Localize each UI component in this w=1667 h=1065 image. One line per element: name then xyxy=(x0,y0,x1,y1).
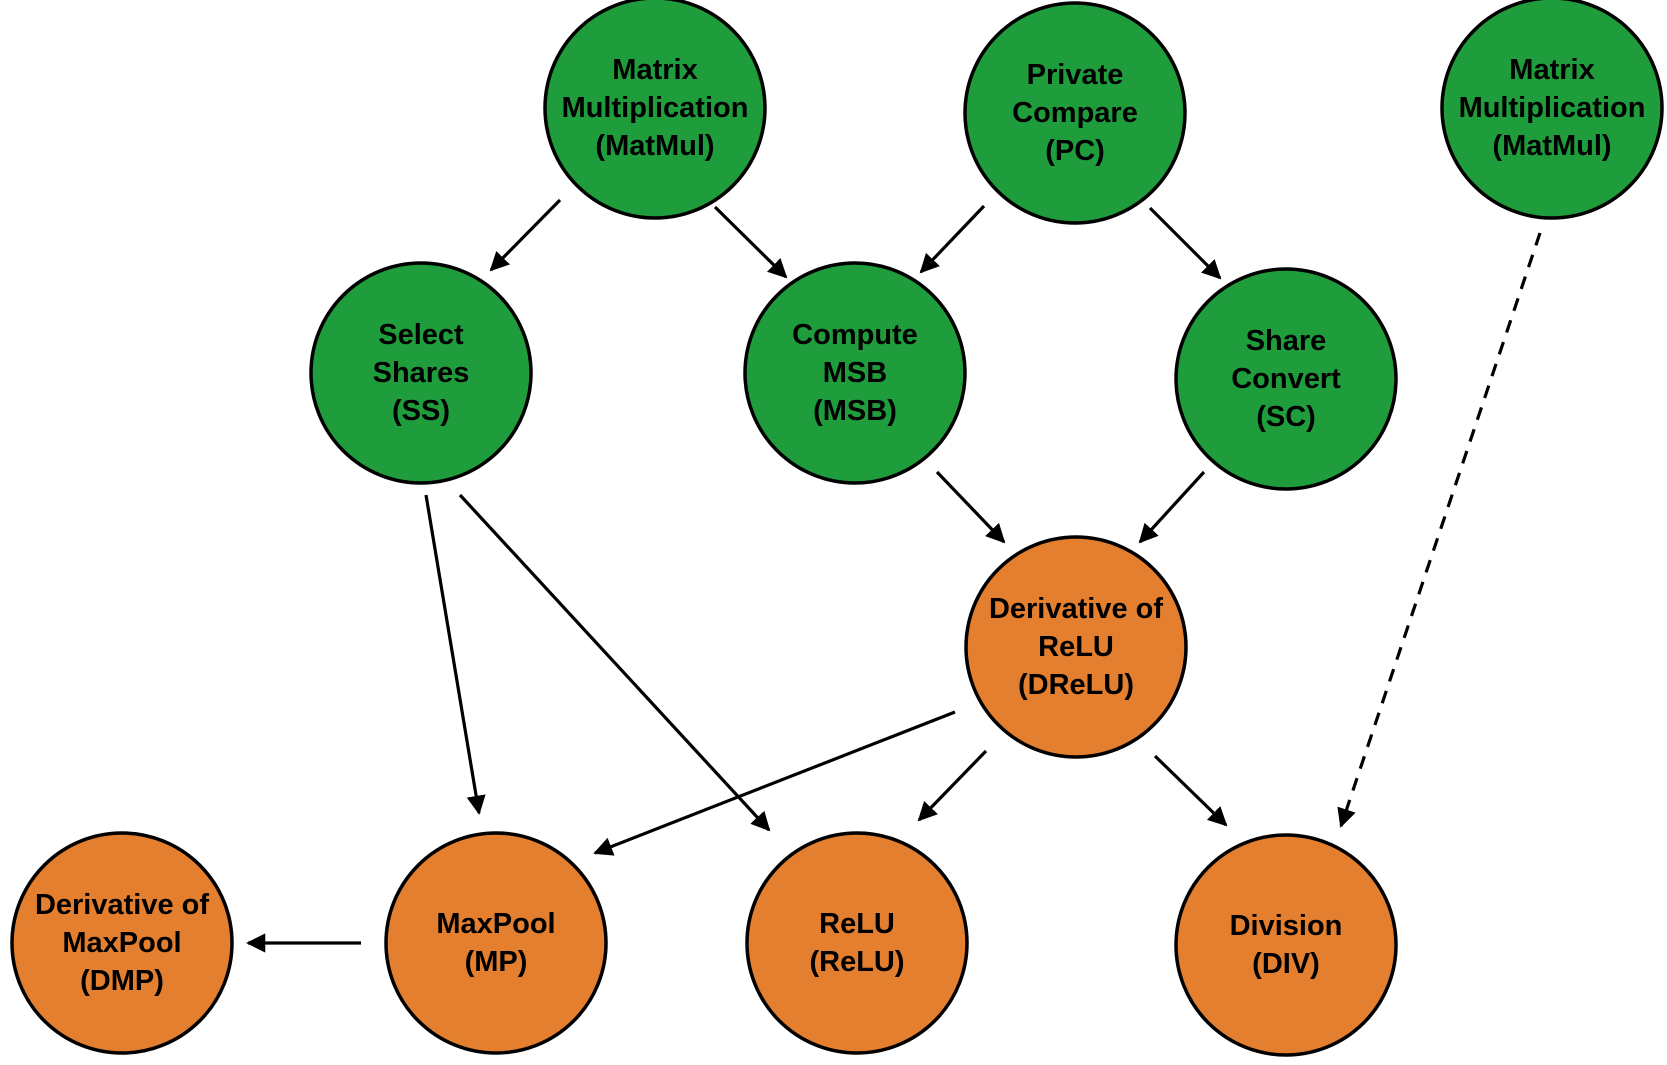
arrow-share-convert-to-drelu xyxy=(1138,470,1206,544)
node-label-line: (DIV) xyxy=(1252,948,1320,980)
node-label-line: Derivative of xyxy=(35,889,209,921)
arrow-drelu-to-division xyxy=(1153,754,1228,827)
node-label-line: (SS) xyxy=(392,395,450,427)
arrow-compute-msb-to-drelu xyxy=(935,470,1006,544)
node-label-line: Private xyxy=(1027,59,1124,91)
node-label-line: (ReLU) xyxy=(809,946,904,978)
node-label-line: (DReLU) xyxy=(1018,669,1134,701)
node-division: Division (DIV) xyxy=(1174,833,1398,1057)
arrow-matmul-1-to-compute-msb xyxy=(713,205,788,279)
node-label-line: (MatMul) xyxy=(595,130,714,162)
node-circle xyxy=(543,0,767,220)
arrow-drelu-to-relu xyxy=(917,749,988,822)
node-label-line: MaxPool xyxy=(62,927,181,959)
node-maxpool: MaxPool (MP) xyxy=(384,831,608,1055)
node-label-line: Derivative of xyxy=(989,593,1163,625)
arrow-drelu-to-maxpool xyxy=(593,710,956,856)
node-circle xyxy=(384,831,608,1055)
arrow-matmul-2-to-division xyxy=(1337,232,1542,828)
node-label-line: MSB xyxy=(823,357,887,389)
node-label-line: MaxPool xyxy=(436,908,555,940)
node-label-line: (DMP) xyxy=(80,965,164,997)
node-circle xyxy=(1174,833,1398,1057)
node-label-line: Shares xyxy=(373,357,470,389)
node-label-line: ReLU xyxy=(819,908,895,940)
node-label-line: (SC) xyxy=(1256,401,1316,433)
node-circle xyxy=(745,831,969,1055)
arrow-select-shares-to-relu xyxy=(458,493,771,832)
node-label-line: Matrix xyxy=(1509,54,1594,86)
node-label-line: Compute xyxy=(792,319,918,351)
arrow-matmul-1-to-select-shares xyxy=(489,198,562,272)
node-label-line: Multiplication xyxy=(1459,92,1646,124)
node-label-line: Select xyxy=(378,319,464,351)
node-dmp: Derivative of MaxPool (DMP) xyxy=(10,831,234,1055)
edges-layer xyxy=(246,198,1542,953)
node-label-line: Division xyxy=(1230,910,1343,942)
arrow-private-compare-to-compute-msb xyxy=(919,204,986,274)
node-circle xyxy=(10,831,234,1055)
node-label-line: ReLU xyxy=(1038,631,1114,663)
arrow-private-compare-to-share-convert xyxy=(1148,206,1222,280)
node-label-line: Matrix xyxy=(612,54,697,86)
node-relu: ReLU (ReLU) xyxy=(745,831,969,1055)
node-drelu: Derivative of ReLU (DReLU) xyxy=(964,535,1188,759)
node-circle xyxy=(743,261,967,485)
node-label-line: (PC) xyxy=(1045,135,1105,167)
node-circle xyxy=(1174,267,1398,491)
node-circle xyxy=(963,1,1187,225)
node-circle xyxy=(309,261,533,485)
node-label-line: Multiplication xyxy=(562,92,749,124)
node-label-line: Convert xyxy=(1231,363,1341,395)
node-label-line: Share xyxy=(1246,325,1327,357)
node-label-line: (MSB) xyxy=(813,395,897,427)
node-circle xyxy=(1440,0,1664,220)
node-label-line: Compare xyxy=(1012,97,1138,129)
node-label-line: (MP) xyxy=(465,946,528,978)
arrow-select-shares-to-maxpool xyxy=(424,494,486,815)
node-label-line: (MatMul) xyxy=(1492,130,1611,162)
node-circle xyxy=(964,535,1188,759)
